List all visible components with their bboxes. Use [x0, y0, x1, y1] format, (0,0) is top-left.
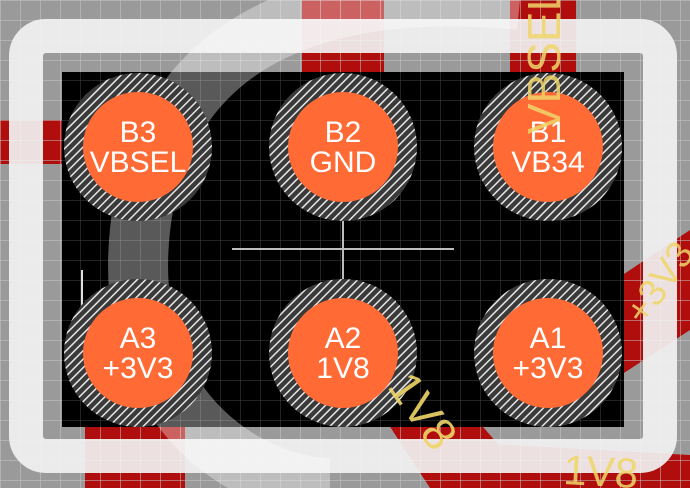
pad-b1[interactable]: B1 VB34	[474, 73, 622, 221]
pad-a3-label: A3	[120, 322, 157, 355]
pads[interactable]: B3 VBSEL B2 GND B1 VB34 A3 +3V3 A2 1V8	[64, 73, 622, 427]
pad-a1-label: A1	[530, 322, 567, 355]
pad-a2-label: A2	[325, 322, 362, 355]
track-label-top-right: VBSEL	[518, 0, 570, 134]
pad-a3-net: +3V3	[103, 352, 174, 385]
pad-a2-net: 1V8	[316, 352, 369, 385]
pad-b1-label: B1	[530, 116, 567, 149]
pad-b3-net: VBSEL	[90, 146, 187, 179]
pad-b2-label: B2	[325, 116, 362, 149]
pad-b1-net: VB34	[511, 146, 584, 179]
track-label-bottom-right: 1V8	[562, 446, 639, 488]
pad-a1-net: +3V3	[513, 352, 584, 385]
pad-b2-net: GND	[310, 146, 377, 179]
pad-a1[interactable]: A1 +3V3	[474, 279, 622, 427]
pad-b2[interactable]: B2 GND	[269, 73, 417, 221]
pad-b3[interactable]: B3 VBSEL	[64, 73, 212, 221]
pad-a2[interactable]: A2 1V8	[269, 279, 417, 427]
courtyard-outline[interactable]	[9, 19, 677, 473]
pad-b3-label: B3	[120, 116, 157, 149]
pad-a3[interactable]: A3 +3V3	[64, 279, 212, 427]
